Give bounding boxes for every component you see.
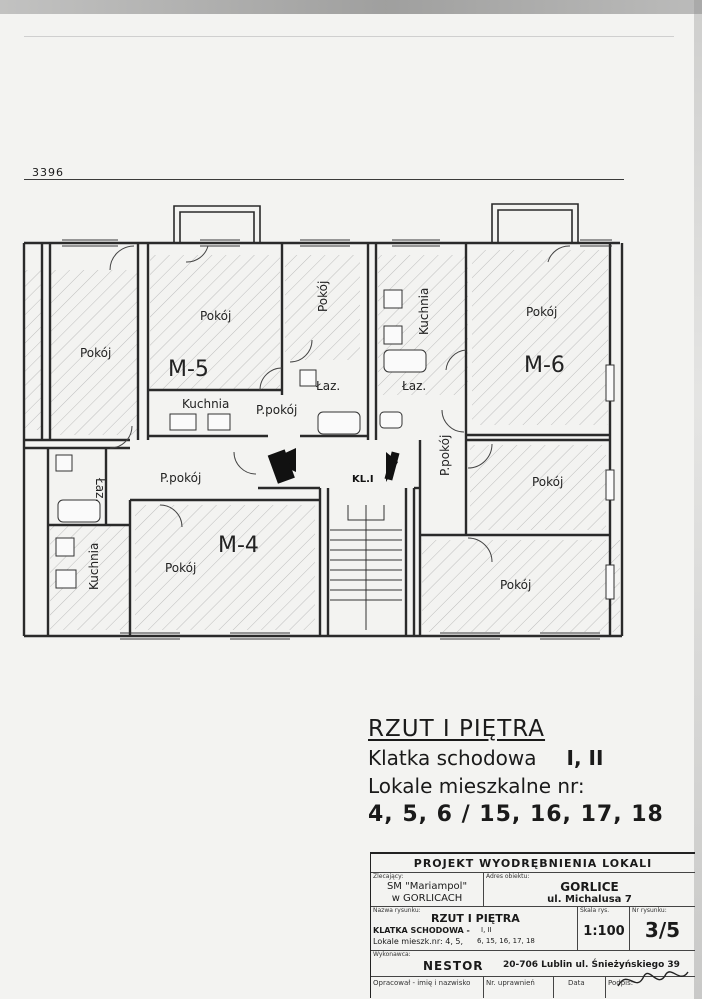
stamp-client-2: w GORLICACH bbox=[391, 893, 463, 904]
stamp-drawing-label: Nazwa rysunku: bbox=[373, 907, 421, 914]
room-label-pokoj-m4a: Pokój bbox=[80, 346, 111, 360]
room-label-pokoj-m5: Pokój bbox=[200, 309, 231, 323]
stamp-drawing-1: RZUT I PIĘTRA bbox=[431, 912, 520, 925]
room-label-pokoj-m5-vertical: Pokój bbox=[316, 281, 330, 312]
stairwell-line: Klatka schodowa I, II bbox=[368, 746, 688, 770]
balconies bbox=[173, 203, 579, 243]
stamp-drawing-2r: I, II bbox=[481, 926, 492, 934]
dimension-label: 3396 bbox=[32, 166, 64, 179]
room-label-kuchnia-m4: Kuchnia bbox=[87, 543, 101, 590]
header-rule bbox=[24, 36, 674, 37]
stamp-date-label: Data bbox=[568, 979, 585, 987]
room-label-pokoj-m6c: Pokój bbox=[500, 578, 531, 592]
scan-edge-right bbox=[694, 0, 702, 999]
stamp-contractor-row: Wykonawca: NESTOR 20-706 Lublin ul. Śnie… bbox=[371, 950, 695, 977]
unit-numbers: 4, 5, 6 / 15, 16, 17, 18 bbox=[368, 802, 664, 827]
stamp-client-1: SM "Mariampol" bbox=[386, 881, 468, 892]
unit-label-m4: M-4 bbox=[218, 533, 259, 558]
room-label-ppokoj-m5: P.pokój bbox=[256, 403, 297, 417]
room-label-pokoj-m6: Pokój bbox=[526, 305, 557, 319]
room-label-ppokoj-m6: P.pokój bbox=[438, 435, 452, 476]
scan-edge-top bbox=[0, 0, 702, 14]
stamp-client-row: Zlecający: SM "Mariampol" w GORLICACH Ad… bbox=[371, 872, 695, 907]
title-block: RZUT I PIĘTRA Klatka schodowa I, II Lokal… bbox=[368, 716, 688, 827]
entrance-arrows bbox=[267, 448, 400, 484]
stamp-sign-cell: Podpis: bbox=[605, 971, 695, 998]
room-label-pokoj-m6b: Pokój bbox=[532, 475, 563, 489]
stamp-scale-label: Skala rys. bbox=[580, 907, 610, 914]
stamp-address-label: Adres obiektu: bbox=[486, 873, 530, 880]
unit-label-m5: M-5 bbox=[168, 357, 209, 382]
stamp-scale: 1:100 bbox=[583, 924, 625, 939]
stamp-address-2: ul. Michalusa 7 bbox=[547, 894, 632, 905]
fixtures bbox=[55, 289, 615, 600]
dimension-line bbox=[24, 179, 624, 180]
units-line: Lokale mieszkalne nr: bbox=[368, 774, 585, 798]
staircase bbox=[330, 505, 402, 630]
room-label-laz-m6: Łaz. bbox=[401, 379, 426, 393]
stamp-sheet-cell: Nr rysunku: 3/5 bbox=[629, 906, 695, 950]
stamp-drawing-3: Lokale mieszk.nr: 4, 5, bbox=[373, 937, 464, 946]
plan-title: RZUT I PIĘTRA bbox=[368, 716, 546, 742]
stamp-author-label: Opracował - imię i nazwisko bbox=[373, 979, 471, 987]
stamp-drawing-row: Nazwa rysunku: RZUT I PIĘTRA KLATKA SCHO… bbox=[371, 906, 695, 951]
stamp-address-cell: Adres obiektu: GORLICE ul. Michalusa 7 bbox=[483, 872, 695, 906]
stamp-date-cell: Data bbox=[553, 976, 606, 998]
stamp-drawing-3r: 6, 15, 16, 17, 18 bbox=[477, 937, 535, 945]
stamp-contractor: NESTOR bbox=[423, 959, 484, 973]
stamp-permit-label: Nr. uprawnień bbox=[486, 979, 535, 987]
room-label-kuchnia-m5: Kuchnia bbox=[182, 397, 229, 411]
stamp-contractor-label: Wykonawca: bbox=[373, 951, 411, 958]
stamp-drawing-2: KLATKA SCHODOWA - bbox=[373, 926, 470, 935]
windows bbox=[62, 239, 612, 640]
stamp-scale-cell: Skala rys. 1:100 bbox=[577, 906, 630, 950]
stairwell-label: KL.I bbox=[352, 474, 374, 485]
stairwell-text: Klatka schodowa bbox=[368, 746, 537, 770]
room-label-laz-m4: Łaz. bbox=[93, 477, 107, 502]
stamp-client-label: Zlecający: bbox=[373, 873, 404, 880]
stamp-sheet: 3/5 bbox=[644, 918, 681, 942]
title-stamp: PROJEKT WYODRĘBNIENIA LOKALI Zlecający: … bbox=[370, 852, 695, 998]
stamp-contractor-address: 20-706 Lublin ul. Śnieżyńskiego 39 bbox=[503, 960, 680, 970]
stamp-permit-cell: Nr. uprawnień bbox=[483, 976, 554, 998]
room-label-pokoj-m4: Pokój bbox=[165, 561, 196, 575]
floor-plan: Pokój Pokój Pokój Kuchnia Pokój Łaz. Łaz… bbox=[22, 203, 624, 640]
stamp-project: PROJEKT WYODRĘBNIENIA LOKALI bbox=[413, 857, 653, 870]
room-fills bbox=[24, 250, 620, 632]
stamp-project-row: PROJEKT WYODRĘBNIENIA LOKALI bbox=[371, 854, 695, 873]
stamp-address-1: GORLICE bbox=[560, 880, 619, 894]
room-label-laz-m5: Łaz. bbox=[315, 379, 340, 393]
room-label-ppokoj-m4: P.pokój bbox=[160, 471, 201, 485]
stairwell-numbers: I, II bbox=[566, 746, 604, 770]
room-label-kuchnia-m6: Kuchnia bbox=[417, 288, 431, 335]
stamp-sheet-label: Nr rysunku: bbox=[632, 907, 667, 914]
signature-scribble bbox=[617, 971, 689, 987]
stamp-signature-row: Opracował - imię i nazwisko Nr. uprawnie… bbox=[371, 971, 695, 998]
door-swings bbox=[109, 245, 571, 563]
unit-label-m6: M-6 bbox=[524, 353, 565, 378]
